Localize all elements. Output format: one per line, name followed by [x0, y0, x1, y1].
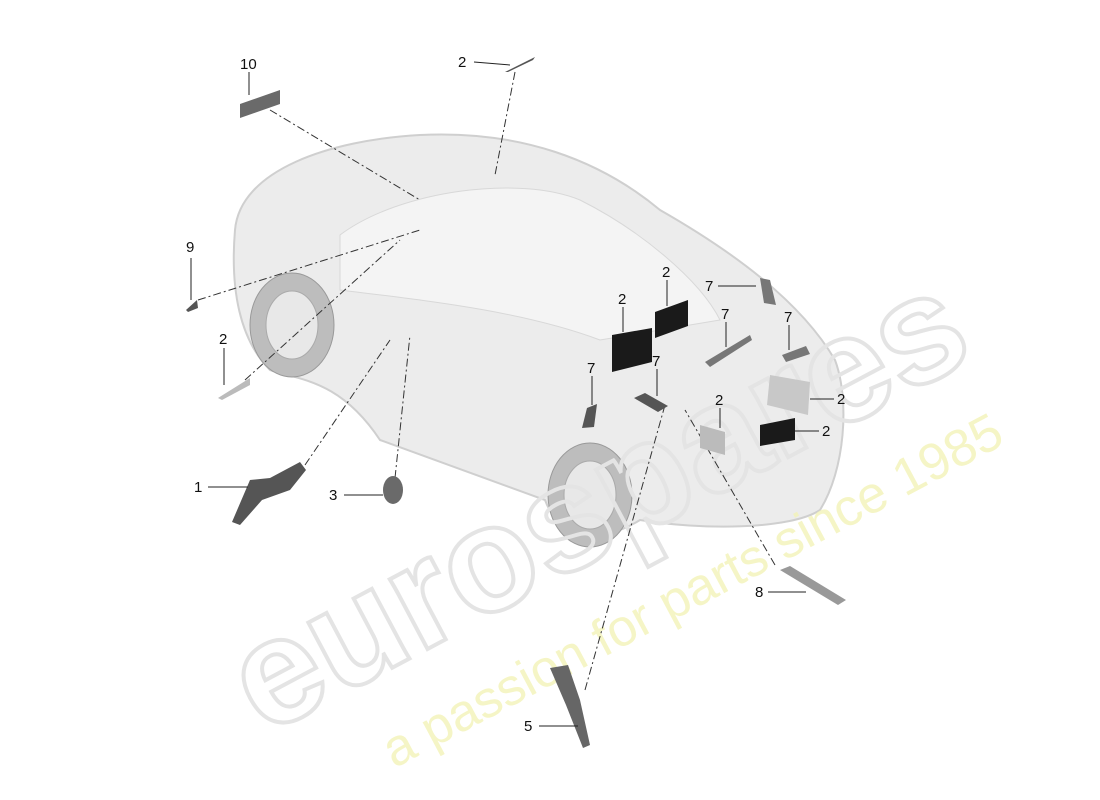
part-3	[383, 476, 403, 504]
callout-7-c: 7	[784, 309, 792, 326]
part-7-a	[760, 278, 776, 305]
part-8	[780, 566, 846, 605]
callout-labels: 10 2 9 2 1 3 5 8 2 2 7 7 7 7 7 2 2 2	[186, 54, 845, 735]
callout-7-a: 7	[705, 278, 713, 295]
part-7-d	[582, 404, 597, 428]
part-2-d	[767, 375, 810, 415]
callout-7-b: 7	[721, 306, 729, 323]
part-9	[186, 300, 198, 312]
callout-1: 1	[194, 479, 202, 496]
parts	[186, 57, 846, 748]
part-7-b	[705, 335, 752, 367]
part-2-roof	[505, 57, 535, 72]
part-2-e	[760, 418, 795, 446]
part-2-a	[612, 328, 652, 372]
callout-8: 8	[755, 584, 763, 601]
callout-2-c: 2	[715, 392, 723, 409]
callout-9: 9	[186, 239, 194, 256]
callout-3: 3	[329, 487, 337, 504]
callout-2-a: 2	[618, 291, 626, 308]
callout-5: 5	[524, 718, 532, 735]
part-2-left	[218, 378, 250, 400]
callout-10: 10	[240, 56, 257, 73]
callout-2-left: 2	[219, 331, 227, 348]
part-2-c	[700, 425, 725, 455]
part-7-e	[634, 393, 668, 412]
car-illustration	[232, 133, 845, 548]
callout-leaders	[190, 61, 834, 727]
part-10	[240, 90, 280, 118]
callout-2-b: 2	[662, 264, 670, 281]
part-2-b	[655, 300, 688, 338]
part-1	[232, 462, 306, 525]
callout-7-d: 7	[587, 360, 595, 377]
part-7-c	[782, 346, 810, 362]
callout-2-roof: 2	[458, 54, 466, 71]
part-5	[550, 665, 590, 748]
callout-2-e: 2	[822, 423, 830, 440]
callout-7-e: 7	[652, 353, 660, 370]
callout-2-d: 2	[837, 391, 845, 408]
